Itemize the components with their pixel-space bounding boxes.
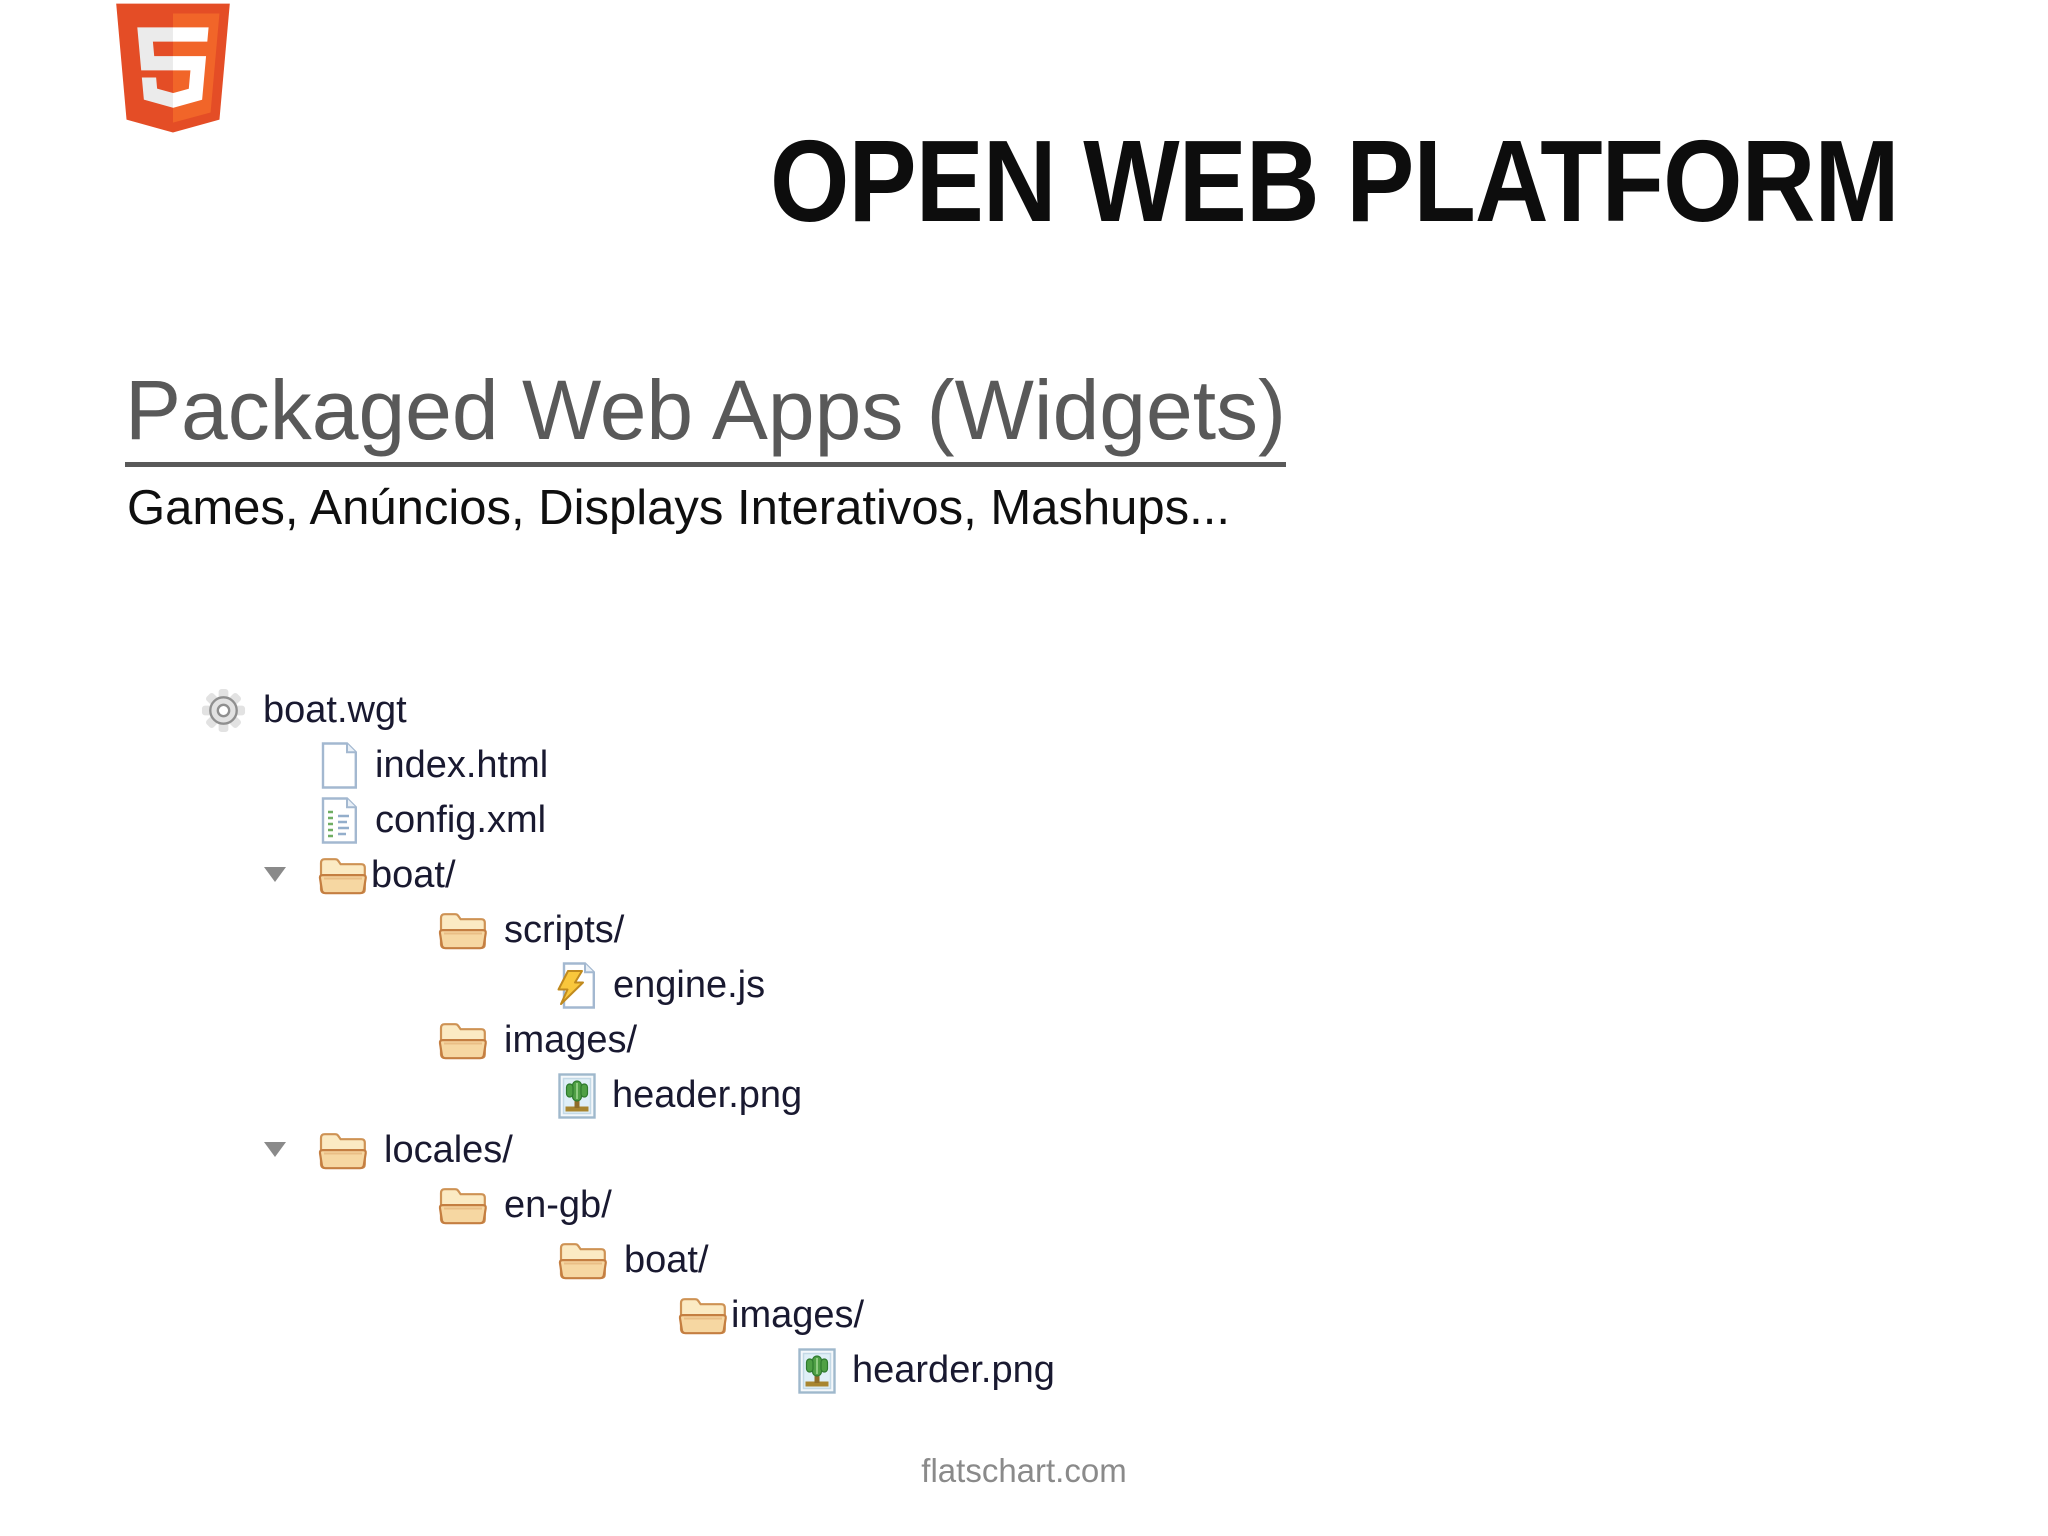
folder-icon <box>678 1294 728 1337</box>
tree-item-label: boat/ <box>624 1239 709 1281</box>
folder-icon <box>318 1129 368 1172</box>
section-heading: Packaged Web Apps (Widgets) <box>125 366 1287 468</box>
expand-triangle-icon[interactable] <box>264 1142 286 1157</box>
tree-row-boat-folder[interactable]: boat/ <box>0 848 2048 903</box>
tree-item-label: boat.wgt <box>263 689 407 731</box>
folder-icon <box>558 1239 608 1282</box>
gear-icon <box>200 687 247 734</box>
tree-item-label: header.png <box>612 1074 803 1116</box>
tree-row-en-gb-folder[interactable]: en-gb/ <box>0 1178 2048 1233</box>
tree-row-hearder-png[interactable]: hearder.png <box>0 1343 2048 1398</box>
tree-row-images-folder[interactable]: images/ <box>0 1013 2048 1068</box>
tree-item-label: locales/ <box>384 1129 513 1171</box>
image-file-icon <box>798 1348 836 1394</box>
xml-file-icon <box>320 796 359 845</box>
html5-logo-icon <box>116 3 230 133</box>
tree-item-label: boat/ <box>371 854 456 896</box>
tree-row-config-xml[interactable]: config.xml <box>0 793 2048 848</box>
tree-item-label: index.html <box>375 744 549 786</box>
tree-row-index-html[interactable]: index.html <box>0 738 2048 793</box>
tree-row-scripts-folder[interactable]: scripts/ <box>0 903 2048 958</box>
tree-row-header-png[interactable]: header.png <box>0 1068 2048 1123</box>
tree-item-label: engine.js <box>613 964 766 1006</box>
folder-icon <box>438 1184 488 1227</box>
tree-row-boat-subfolder[interactable]: boat/ <box>0 1233 2048 1288</box>
tree-row-boat-wgt[interactable]: boat.wgt <box>0 683 2048 738</box>
tree-item-label: en-gb/ <box>504 1184 612 1226</box>
tree-item-label: images/ <box>731 1294 865 1336</box>
tree-row-engine-js[interactable]: engine.js <box>0 958 2048 1013</box>
page-title: OPEN WEB PLATFORM <box>770 116 1900 246</box>
tree-row-images-subfolder[interactable]: images/ <box>0 1288 2048 1343</box>
tree-item-label: images/ <box>504 1019 638 1061</box>
file-tree: boat.wgt index.html config.xml boat/ scr… <box>0 683 2048 1398</box>
expand-triangle-icon[interactable] <box>264 867 286 882</box>
footer-credit: flatschart.com <box>921 1452 1127 1489</box>
folder-icon <box>318 854 368 897</box>
tree-row-locales-folder[interactable]: locales/ <box>0 1123 2048 1178</box>
section-subtitle: Games, Anúncios, Displays Interativos, M… <box>127 481 1230 535</box>
tree-item-label: config.xml <box>375 799 547 841</box>
image-file-icon <box>558 1073 596 1119</box>
html-file-icon <box>320 741 359 790</box>
js-file-icon <box>555 961 597 1010</box>
folder-icon <box>438 1019 488 1062</box>
tree-item-label: hearder.png <box>852 1349 1055 1391</box>
folder-icon <box>438 909 488 952</box>
tree-item-label: scripts/ <box>504 909 625 951</box>
